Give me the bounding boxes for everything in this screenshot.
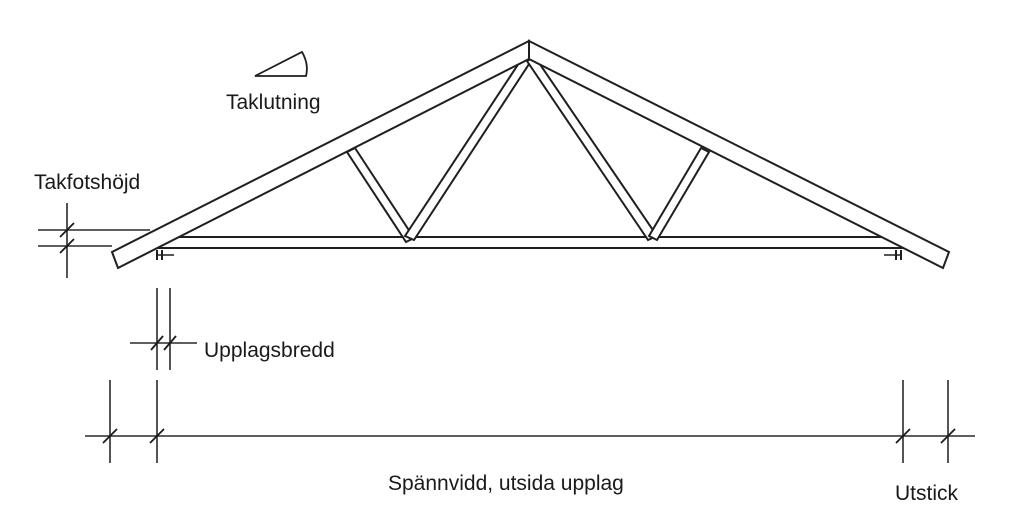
span-dimension: [85, 380, 975, 463]
bottom-chord: [154, 236, 904, 249]
eave-height-dimension: [38, 203, 150, 278]
roof-pitch-label: Taklutning: [226, 91, 321, 114]
web-member-right-outer: [647, 146, 711, 242]
top-chord-right: [528, 39, 951, 270]
bearing-left: [156, 250, 174, 260]
web-member-left-outer: [345, 146, 416, 244]
bearing-width-label: Upplagsbredd: [204, 339, 335, 362]
roof-pitch-triangle-icon: [254, 50, 308, 77]
eave-height-label: Takfotshöjd: [34, 171, 140, 194]
bearing-right: [884, 250, 902, 260]
span-label: Spännvidd, utsida upplag: [388, 472, 624, 495]
bearing-width-dimension: [130, 288, 197, 370]
overhang-label: Utstick: [895, 482, 959, 505]
